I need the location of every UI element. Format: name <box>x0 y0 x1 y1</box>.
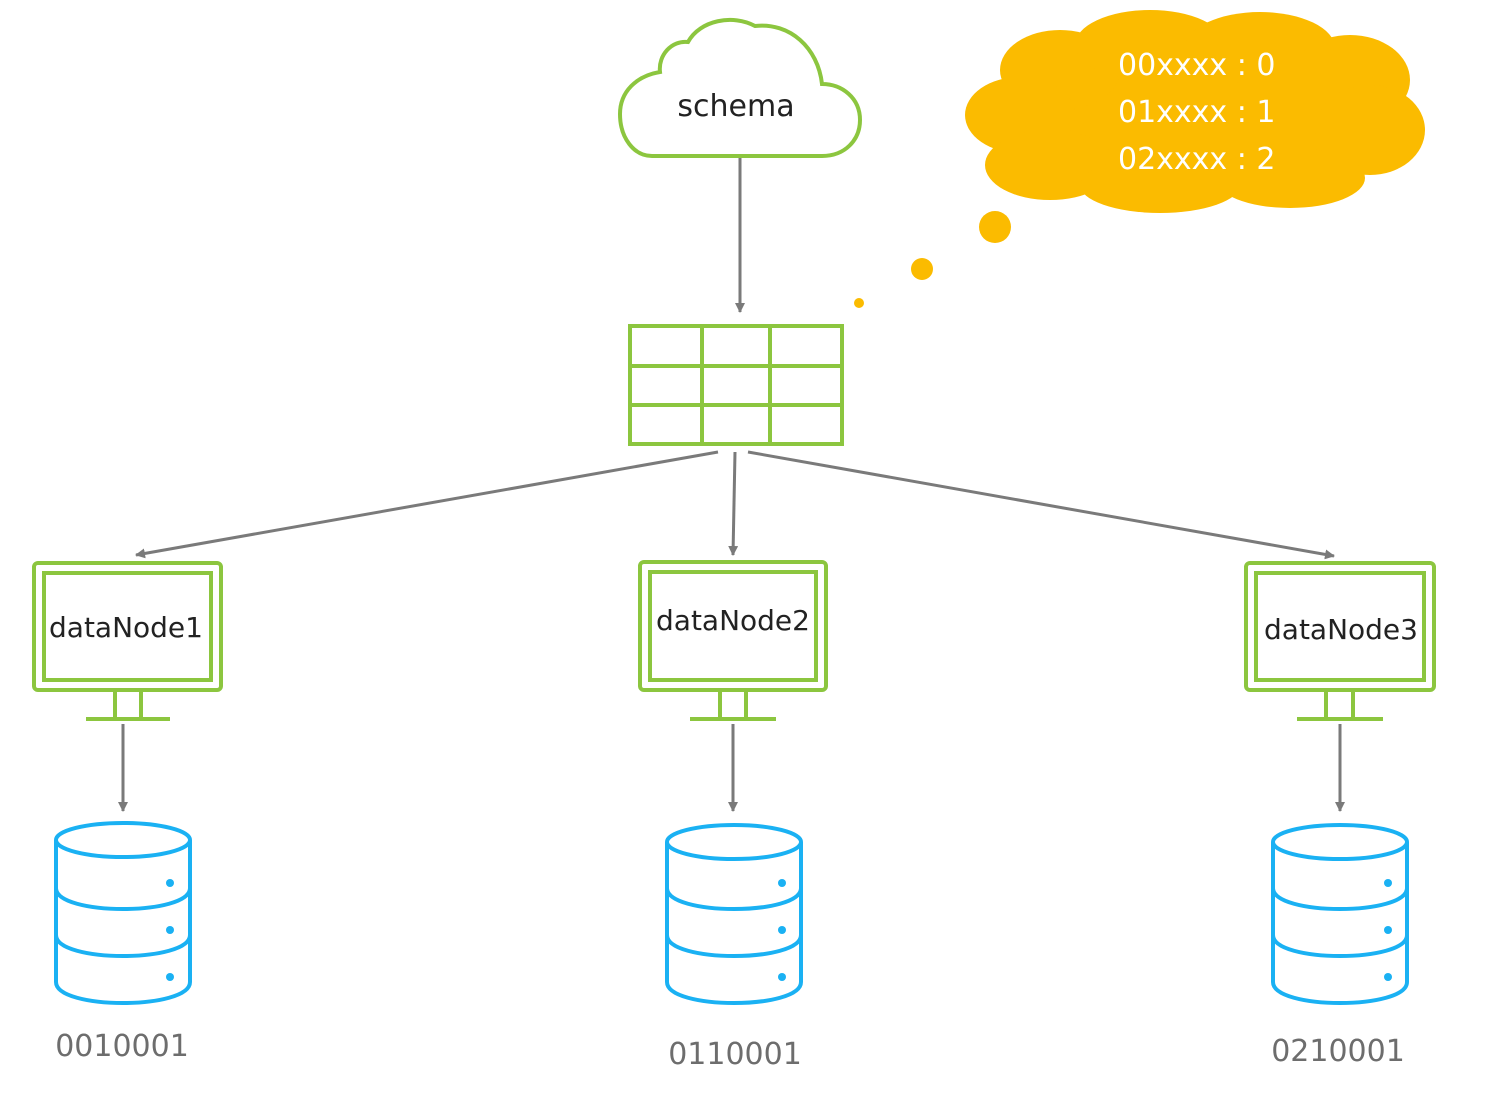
datanode-label: dataNode1 <box>49 611 203 644</box>
schema-label: schema <box>677 89 794 124</box>
table-grid-icon <box>628 324 844 446</box>
database-icon <box>1271 823 1409 1005</box>
storage-id: 0010001 <box>55 1029 189 1064</box>
datanode-3: dataNode3 0210001 <box>1244 561 1436 1069</box>
arrow-table-to-datanode3 <box>747 450 1335 560</box>
database-icon <box>54 821 192 1005</box>
database-icon <box>665 823 803 1005</box>
storage-id: 0210001 <box>1271 1034 1405 1069</box>
datanode-label: dataNode3 <box>1264 613 1418 646</box>
datanode-1: dataNode1 0010001 <box>32 561 223 1064</box>
arrow-table-to-datanode2 <box>728 451 739 556</box>
datanode-2: dataNode2 0110001 <box>638 560 828 1072</box>
arrow-table-to-datanode1 <box>135 450 719 559</box>
storage-id: 0110001 <box>668 1037 802 1072</box>
cloud-icon <box>617 18 863 158</box>
monitor-icon <box>32 561 223 721</box>
mapping-bubble: 00xxxx : 0 01xxxx : 1 02xxxx : 2 <box>854 10 1425 308</box>
monitor-icon <box>1244 561 1436 721</box>
datanode-label: dataNode2 <box>656 604 810 637</box>
thought-cloud-icon <box>854 10 1425 308</box>
mapping-rule: 00xxxx : 0 <box>1118 48 1275 83</box>
schema-node: schema <box>617 18 863 158</box>
mapping-rule: 01xxxx : 1 <box>1118 95 1275 130</box>
mapping-rule: 02xxxx : 2 <box>1118 142 1275 177</box>
monitor-icon <box>638 560 828 721</box>
